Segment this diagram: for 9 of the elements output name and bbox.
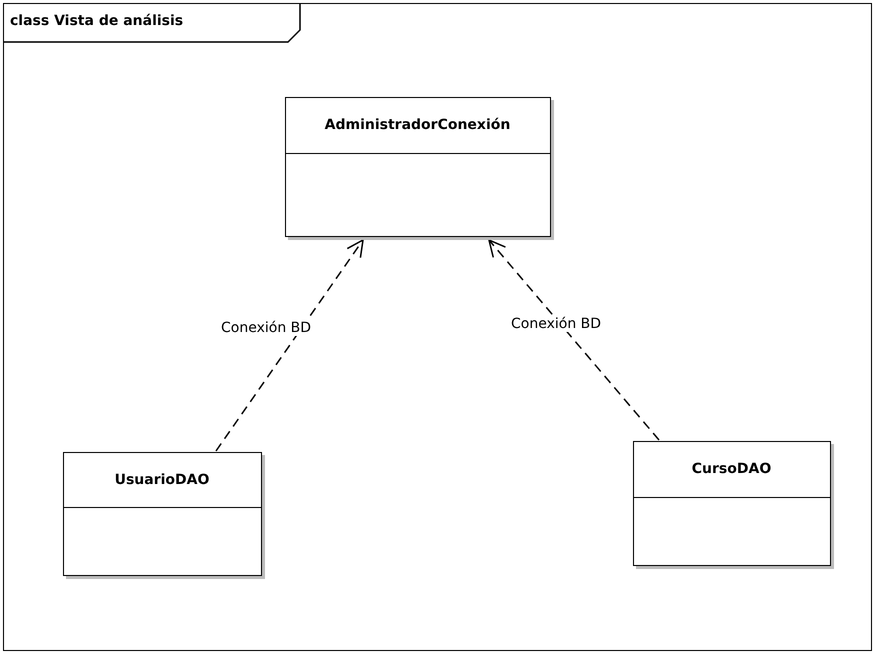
edge-label: Conexión BD	[219, 320, 314, 336]
class-name: CursoDAO	[692, 461, 772, 477]
class-name: AdministradorConexión	[324, 117, 510, 133]
frame-title: class Vista de análisis	[10, 13, 184, 29]
diagram-frame	[3, 3, 872, 651]
dependency-arrow	[488, 239, 660, 440]
class-name: UsuarioDAO	[114, 472, 210, 488]
edge-label: Conexión BD	[509, 316, 604, 332]
dependency-arrow	[215, 239, 364, 452]
